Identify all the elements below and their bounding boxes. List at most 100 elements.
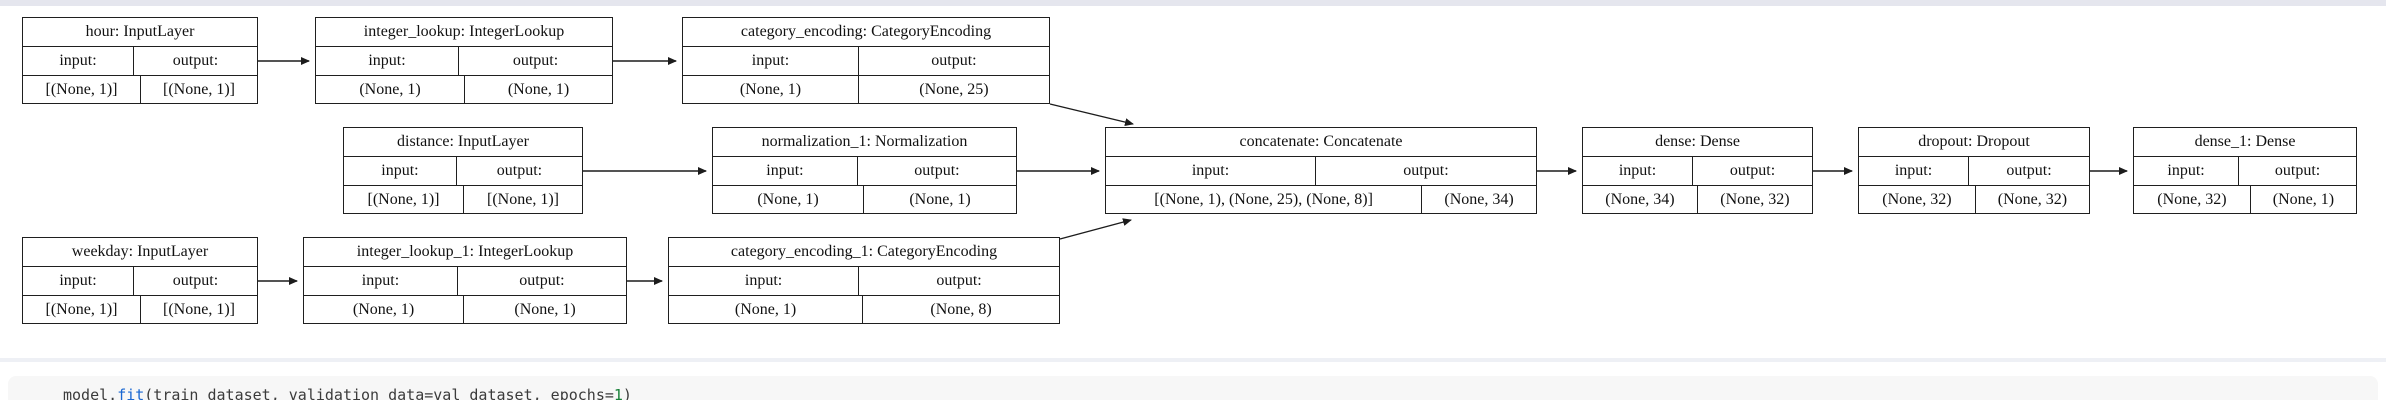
input-label: input: bbox=[361, 272, 400, 289]
node-shape-row: (None, 1) (None, 1) bbox=[713, 185, 1016, 213]
node-title: category_encoding_1: CategoryEncoding bbox=[669, 238, 1059, 267]
input-shape: (None, 1) bbox=[359, 80, 421, 98]
node-io-row: input: output: bbox=[316, 47, 612, 75]
node-io-row: input: output: bbox=[713, 157, 1016, 185]
node-category-encoding-1: category_encoding_1: CategoryEncoding in… bbox=[668, 237, 1060, 324]
output-shape: (None, 32) bbox=[1974, 186, 2089, 213]
output-shape: (None, 1) bbox=[862, 186, 1016, 213]
node-integer-lookup: integer_lookup: IntegerLookup input: out… bbox=[315, 17, 613, 104]
cell-top-strip bbox=[0, 0, 2386, 6]
node-shape-row: [(None, 1)] [(None, 1)] bbox=[23, 295, 257, 323]
input-label: input: bbox=[59, 272, 97, 289]
input-label: input: bbox=[744, 272, 783, 289]
node-integer-lookup-1: integer_lookup_1: IntegerLookup input: o… bbox=[303, 237, 627, 324]
node-io-row: input: output: bbox=[23, 47, 257, 75]
input-label: input: bbox=[2167, 162, 2205, 179]
input-shape: [(None, 1)] bbox=[367, 190, 440, 208]
output-label: output: bbox=[455, 157, 582, 185]
node-category-encoding: category_encoding: CategoryEncoding inpu… bbox=[682, 17, 1050, 104]
node-concatenate: concatenate: Concatenate input: output: … bbox=[1105, 127, 1537, 214]
node-shape-row: (None, 1) (None, 1) bbox=[304, 295, 626, 323]
node-title: category_encoding: CategoryEncoding bbox=[683, 18, 1049, 47]
node-normalization-1: normalization_1: Normalization input: ou… bbox=[712, 127, 1017, 214]
output-label: output: bbox=[456, 267, 626, 295]
input-shape: (None, 1) bbox=[757, 190, 819, 208]
output-shape: (None, 1) bbox=[2249, 186, 2356, 213]
node-dense: dense: Dense input: output: (None, 34) (… bbox=[1582, 127, 1813, 214]
output-label: output: bbox=[1314, 157, 1536, 185]
code-cell[interactable]: model.fit(train_dataset, validation_data… bbox=[8, 376, 2378, 400]
node-shape-row: (None, 1) (None, 8) bbox=[669, 295, 1059, 323]
node-shape-row: (None, 34) (None, 32) bbox=[1583, 185, 1812, 213]
output-shape: (None, 1) bbox=[463, 296, 626, 323]
output-shape: (None, 32) bbox=[1696, 186, 1812, 213]
node-io-row: input: output: bbox=[2134, 157, 2356, 185]
output-shape: (None, 8) bbox=[862, 296, 1059, 323]
node-title: concatenate: Concatenate bbox=[1106, 128, 1536, 157]
node-title: integer_lookup_1: IntegerLookup bbox=[304, 238, 626, 267]
input-shape: [(None, 1)] bbox=[45, 300, 118, 318]
node-io-row: input: output: bbox=[1583, 157, 1812, 185]
input-label: input: bbox=[1618, 162, 1657, 179]
output-shape: [(None, 1)] bbox=[463, 186, 582, 213]
output-shape: (None, 34) bbox=[1421, 186, 1536, 213]
input-shape: (None, 1) bbox=[352, 300, 415, 318]
input-label: input: bbox=[59, 52, 97, 69]
input-label: input: bbox=[1191, 162, 1230, 179]
input-shape: (None, 1) bbox=[739, 80, 802, 98]
node-title: distance: InputLayer bbox=[344, 128, 582, 157]
node-title: weekday: InputLayer bbox=[23, 238, 257, 267]
code-token-number: 1 bbox=[613, 386, 623, 400]
node-shape-row: (None, 1) (None, 1) bbox=[316, 75, 612, 103]
node-title: dense_1: Dense bbox=[2134, 128, 2356, 157]
node-io-row: input: output: bbox=[669, 267, 1059, 295]
output-label: output: bbox=[856, 157, 1016, 185]
node-io-row: input: output: bbox=[23, 267, 257, 295]
code-token: (train_dataset, validation_data=val_data… bbox=[144, 386, 614, 400]
input-label: input: bbox=[766, 162, 804, 179]
node-io-row: input: output: bbox=[344, 157, 582, 185]
output-shape: (None, 1) bbox=[464, 76, 612, 103]
node-shape-row: (None, 32) (None, 1) bbox=[2134, 185, 2356, 213]
input-shape: [(None, 1)] bbox=[45, 80, 118, 98]
node-weekday: weekday: InputLayer input: output: [(Non… bbox=[22, 237, 258, 324]
node-dropout: dropout: Dropout input: output: (None, 3… bbox=[1858, 127, 2090, 214]
node-shape-row: [(None, 1)] [(None, 1)] bbox=[23, 75, 257, 103]
output-shape: (None, 25) bbox=[857, 76, 1049, 103]
output-shape: [(None, 1)] bbox=[140, 76, 257, 103]
node-shape-row: [(None, 1)] [(None, 1)] bbox=[344, 185, 582, 213]
output-label: output: bbox=[132, 267, 257, 295]
cell-separator bbox=[0, 358, 2386, 362]
node-title: normalization_1: Normalization bbox=[713, 128, 1016, 157]
node-hour: hour: InputLayer input: output: [(None, … bbox=[22, 17, 258, 104]
edge-category-encoding-concatenate bbox=[1049, 103, 1134, 127]
code-line: model.fit(train_dataset, validation_data… bbox=[63, 385, 632, 400]
input-shape: (None, 1) bbox=[734, 300, 797, 318]
edge-category-encoding-1-concatenate bbox=[1059, 218, 1132, 240]
output-label: output: bbox=[1692, 157, 1812, 185]
node-io-row: input: output: bbox=[1859, 157, 2089, 185]
input-shape: (None, 32) bbox=[2157, 190, 2227, 208]
node-title: integer_lookup: IntegerLookup bbox=[316, 18, 612, 47]
output-label: output: bbox=[132, 47, 257, 75]
node-shape-row: (None, 1) (None, 25) bbox=[683, 75, 1049, 103]
node-shape-row: (None, 32) (None, 32) bbox=[1859, 185, 2089, 213]
input-shape: (None, 32) bbox=[1882, 190, 1952, 208]
node-title: dense: Dense bbox=[1583, 128, 1812, 157]
node-io-row: input: output: bbox=[1106, 157, 1536, 185]
output-label: output: bbox=[858, 267, 1059, 295]
input-label: input: bbox=[381, 162, 419, 179]
node-title: dropout: Dropout bbox=[1859, 128, 2089, 157]
input-label: input: bbox=[751, 52, 790, 69]
input-shape: [(None, 1), (None, 25), (None, 8)] bbox=[1154, 190, 1373, 208]
output-label: output: bbox=[2238, 157, 2356, 185]
output-label: output: bbox=[458, 47, 612, 75]
node-io-row: input: output: bbox=[683, 47, 1049, 75]
code-token: ) bbox=[622, 386, 632, 400]
output-shape: [(None, 1)] bbox=[140, 296, 257, 323]
node-io-row: input: output: bbox=[304, 267, 626, 295]
node-dense-1: dense_1: Dense input: output: (None, 32)… bbox=[2133, 127, 2357, 214]
code-token-function: fit bbox=[117, 386, 145, 400]
code-token: model. bbox=[63, 386, 118, 400]
